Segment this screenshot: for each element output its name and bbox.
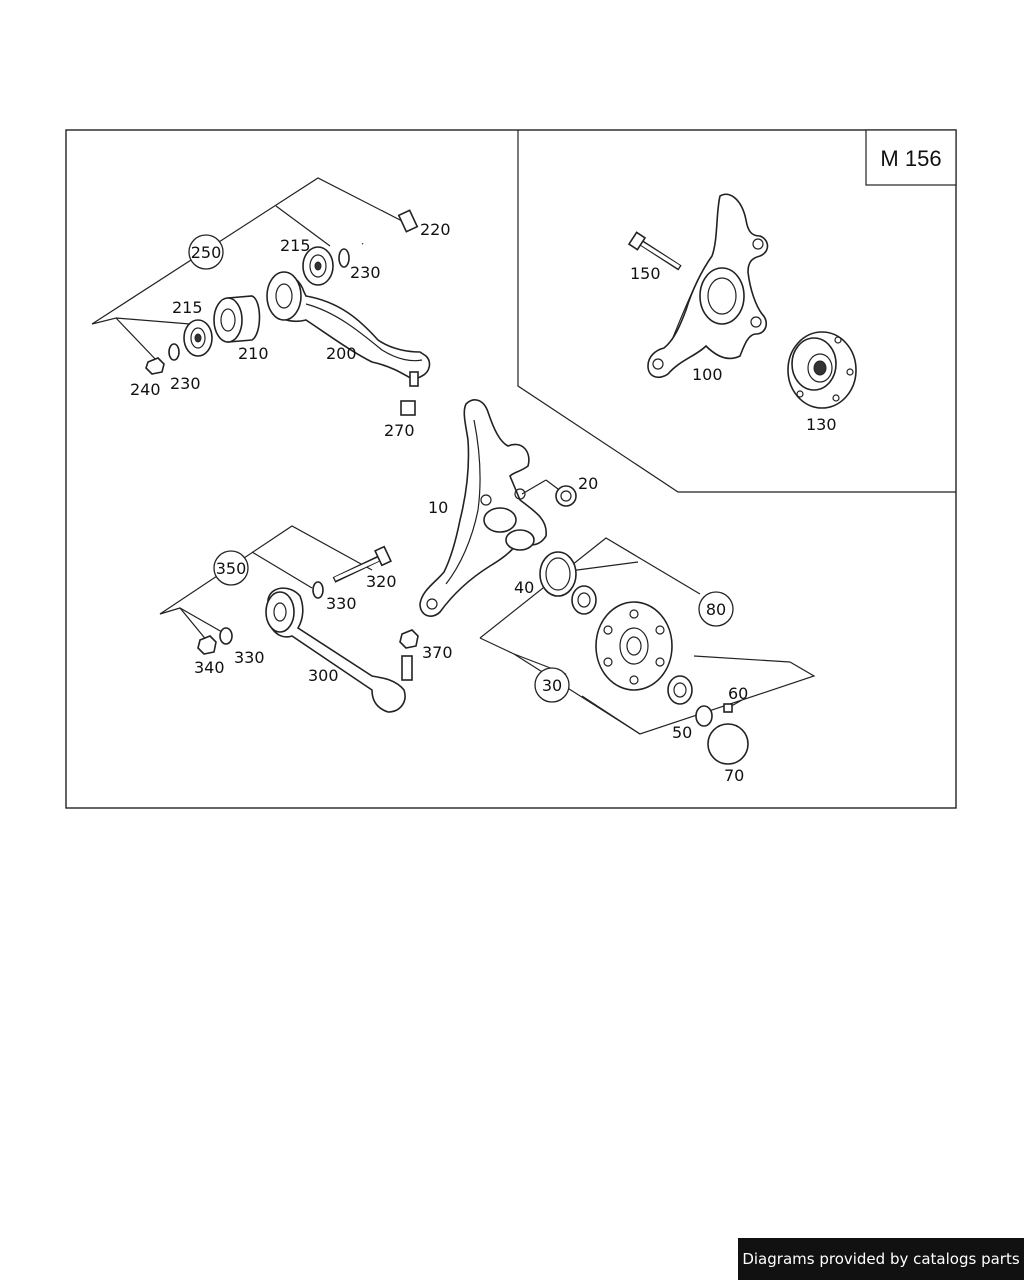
part-number-label: 60 — [728, 684, 748, 703]
model-code-box — [865, 129, 957, 186]
callout-number: 30 — [542, 676, 562, 695]
part-number-label: 270 — [384, 421, 415, 440]
part-number-label: 300 — [308, 666, 339, 685]
part-number-label: 330 — [234, 648, 265, 667]
part-number-label: 210 — [238, 344, 269, 363]
part-number-label: 150 — [630, 264, 661, 283]
part-number-label: 215 — [172, 298, 203, 317]
callout-30 — [534, 667, 570, 703]
part-number-label: 340 — [194, 658, 225, 677]
lower-arm-group: 350 320 330 370 330 300 340 — [159, 525, 453, 713]
part-number-label: 330 — [326, 594, 357, 613]
part-number-label: 130 — [806, 415, 837, 434]
part-number-label: 230 — [170, 374, 201, 393]
callout-80 — [698, 591, 734, 627]
callout-number: 350 — [216, 559, 247, 578]
part-number-label: 20 — [578, 474, 598, 493]
callout-number: 250 — [191, 243, 222, 262]
part-number-label: 40 — [514, 578, 534, 597]
steering-knuckle-group: 10 20 — [419, 399, 598, 617]
part-number-label: 230 — [350, 263, 381, 282]
part-number-label: 200 — [326, 344, 357, 363]
model-code: M 156 — [880, 146, 941, 171]
footer-credit: Diagrams provided by catalogs parts — [738, 1238, 1024, 1280]
part-number-label: 100 — [692, 365, 723, 384]
part-number-label: 370 — [422, 643, 453, 662]
callout-number: 80 — [706, 600, 726, 619]
inset-parts-group: 150 100 130 — [627, 193, 857, 434]
part-number-label: 220 — [420, 220, 451, 239]
wheel-hub-group: 80 30 40 60 50 70 — [479, 537, 816, 785]
part-number-label: 70 — [724, 766, 744, 785]
diagram-frame — [65, 129, 957, 809]
inset-border — [517, 130, 956, 493]
part-number-label: 50 — [672, 723, 692, 742]
part-number-label: 10 — [428, 498, 448, 517]
part-number-label: 320 — [366, 572, 397, 591]
callout-250 — [188, 234, 224, 270]
upper-control-arm-group: 250 220 215 230 215 210 — [91, 177, 451, 440]
part-number-label: 240 — [130, 380, 161, 399]
part-number-label: 215 — [280, 236, 311, 255]
callout-350 — [213, 550, 249, 586]
